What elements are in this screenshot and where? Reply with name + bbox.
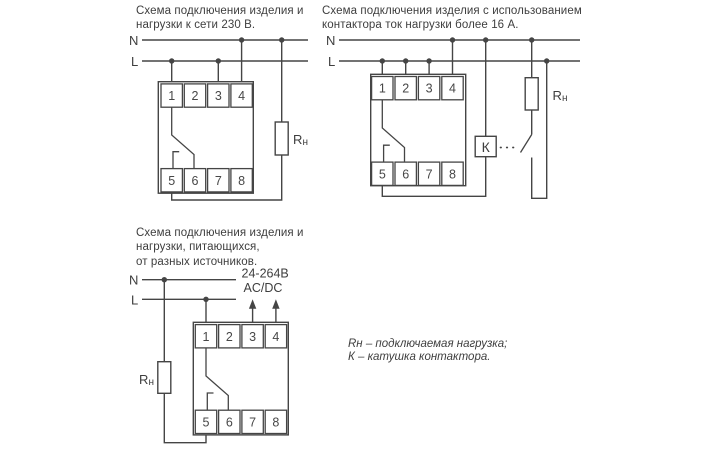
diagram3-terminal-5: 5 [203,415,210,429]
diagram2-terminal-1: 1 [379,82,386,96]
diagram2-load-label-r: R [553,88,562,103]
diagram2-load-resistor [524,76,539,111]
legend: Rн – подключаемая нагрузка; К – катушка … [348,338,568,363]
diagram2-line-label: L [328,54,335,69]
legend-load-line: Rн – подключаемая нагрузка; [348,338,508,350]
diagram3-terminal-4: 4 [272,330,279,344]
diagram3-wires [163,279,277,444]
diagram2-schematic: N L К [326,33,580,199]
diagram2-contactor-switch [519,134,533,153]
diagram2-terminal-2: 2 [402,82,409,96]
diagram1-terminal-1: 1 [168,89,175,103]
diagram2-terminal-6: 6 [402,167,409,181]
diagram3-load-label-r: R [139,372,148,387]
diagram2-wires [381,40,548,199]
diagram2-neutral-label: N [326,33,335,48]
diagram1-title: Схема подключения изделия и нагрузки к с… [136,4,346,33]
diagram3-title: Схема подключения изделия и нагрузки, пи… [136,226,346,269]
diagram3-internal-relay-contact [205,347,229,411]
diagram1-title-line2: нагрузки к сети 230 В. [136,19,256,32]
diagram1-terminal-row-bottom: 5 6 7 8 [160,167,253,193]
diagram3-junction-dots [161,277,209,302]
diagram1-line-label: L [131,54,138,69]
diagram1-load-label-sub: н [303,137,309,148]
diagram1-junction-dots [169,37,285,64]
diagram2-terminal-5: 5 [379,167,386,181]
diagram2-title-line1: Схема подключения изделия с использовани… [322,5,582,17]
diagram3-load-resistor [157,361,172,395]
diagram1-terminal-row-top: 1 2 3 4 [160,83,253,108]
diagram1-title-line1: Схема подключения изделия и [136,5,304,17]
diagram3-title-line2: нагрузки, питающихся, [136,241,260,254]
diagram2-internal-relay-contact [381,99,406,163]
diagram1-load-resistor [274,121,289,156]
diagram3-terminal-2: 2 [226,330,233,344]
diagram2-terminal-3: 3 [426,82,433,96]
diagram3-supply-arrows [248,299,280,309]
diagram1-terminal-7: 7 [215,174,222,188]
diagram2-title-line2: контактора ток нагрузки более 16 А. [322,19,519,32]
diagram2-load-label-sub: н [562,93,568,104]
diagram2-terminal-row-bottom: 5 6 7 8 [370,161,464,187]
diagram1-neutral-label: N [129,33,138,48]
diagram1-terminal-3: 3 [215,89,222,103]
diagram2-terminal-4: 4 [449,82,456,96]
diagram1-terminal-6: 6 [192,174,199,188]
diagram3-schematic: N L 24-264В AC/DC R н [129,267,290,444]
diagram3-terminal-6: 6 [226,415,233,429]
diagram3-load-label-sub: н [149,377,155,388]
diagram3-supply-lines [142,279,236,300]
diagram3-supply-acdc-label: AC/DC [244,281,283,295]
diagram1-terminal-4: 4 [238,89,245,103]
legend-contactor-line: К – катушка контактора. [348,350,491,363]
diagram1-wires [171,40,283,201]
diagram1-supply-lines [142,39,308,62]
diagram2-terminal-7: 7 [426,167,433,181]
diagram3-terminal-1: 1 [203,330,210,344]
diagram1-load-label-r: R [293,132,302,147]
diagram2-terminal-8: 8 [449,167,456,181]
diagram3-terminal-3: 3 [249,330,256,344]
diagram1-internal-relay-contact [171,107,195,169]
diagram2-contactor-coil-box [474,135,497,158]
diagram3-line-label: L [131,293,138,308]
diagram1-terminal-5: 5 [168,174,175,188]
diagram2-contactor-label: К [482,139,491,155]
diagram2-title: Схема подключения изделия с использовани… [322,4,592,33]
diagram3-terminal-8: 8 [272,415,279,429]
diagram2-supply-lines [339,39,580,62]
diagram3-terminal-7: 7 [249,415,256,429]
diagram2-junction-dots [379,37,550,64]
diagram3-title-line3: от разных источников. [136,255,258,268]
diagram2-terminal-row-top: 1 2 3 4 [370,75,464,101]
diagram1-schematic: N L R н 1 2 3 [129,33,309,201]
diagram3-terminal-row-bottom: 5 6 7 8 [194,409,288,435]
diagram1-terminal-8: 8 [238,174,245,188]
diagram3-neutral-label: N [129,273,138,288]
diagram1-terminal-2: 2 [192,89,199,103]
diagram3-terminal-row-top: 1 2 3 4 [194,323,288,349]
diagram3-title-line1: Схема подключения изделия и [136,227,304,239]
diagram3-supply-voltage-label: 24-264В [242,267,289,281]
